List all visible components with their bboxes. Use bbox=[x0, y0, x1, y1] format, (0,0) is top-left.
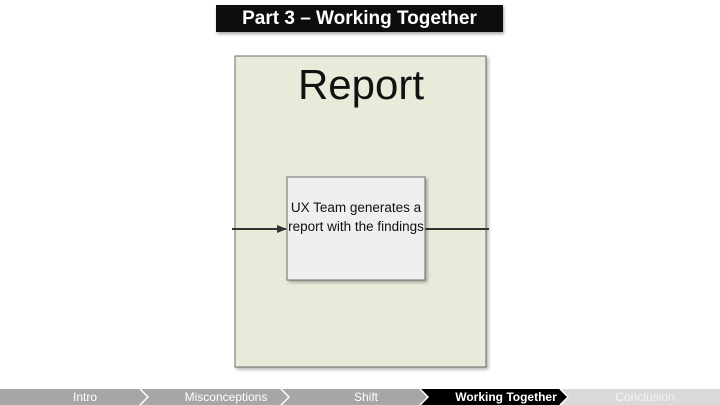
nav-segment-intro[interactable] bbox=[0, 389, 148, 405]
nav-segment-conclusion[interactable] bbox=[560, 389, 720, 405]
nav-item-working-together[interactable]: Working Together bbox=[455, 390, 557, 404]
nav-chevron-separator bbox=[139, 389, 150, 405]
nav-chevron-separator bbox=[280, 389, 291, 405]
slide-title: Part 3 – Working Together bbox=[216, 5, 503, 32]
nav-segment-shift[interactable] bbox=[281, 389, 428, 405]
nav-segment-misconceptions[interactable] bbox=[140, 389, 289, 405]
nav-item-shift[interactable]: Shift bbox=[353, 390, 378, 404]
nav-item-misconceptions[interactable]: Misconceptions bbox=[184, 390, 268, 404]
nav-item-conclusion[interactable]: Conclusion bbox=[615, 390, 675, 404]
progress-nav-bar bbox=[0, 389, 720, 405]
nav-segment-working-together[interactable] bbox=[420, 389, 568, 405]
nav-item-intro[interactable]: Intro bbox=[72, 390, 97, 404]
nav-chevron-separator bbox=[419, 389, 430, 405]
process-box bbox=[286, 176, 426, 281]
nav-chevron-separator bbox=[559, 389, 570, 405]
stage-label: Report bbox=[297, 61, 425, 108]
process-box-text: UX Team generates a report with the find… bbox=[288, 200, 424, 234]
